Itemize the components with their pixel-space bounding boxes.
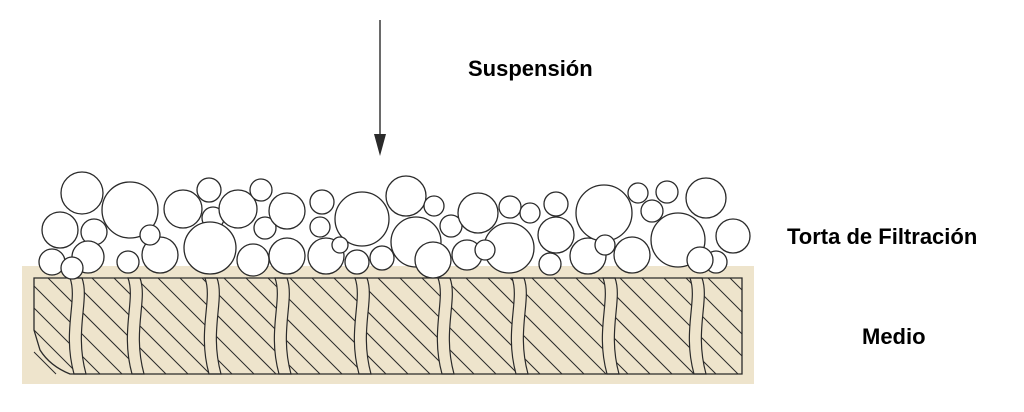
suspension-label: Suspensión (468, 56, 593, 81)
cake-particle (196, 177, 222, 203)
cake-particle (543, 191, 569, 217)
cake-particle (344, 249, 370, 275)
hatch-line (487, 277, 585, 375)
cake-particle (116, 250, 140, 274)
hatch-line (179, 277, 277, 375)
hatch-line (47, 277, 145, 375)
hatch-line (223, 277, 321, 375)
cake-particle (331, 236, 349, 254)
cake-particle (163, 189, 203, 229)
medium-pores (68, 277, 707, 375)
cake-particle (183, 221, 237, 275)
cake-particle (519, 202, 541, 224)
cake-particle (627, 182, 649, 204)
cake-particle (538, 252, 562, 276)
hatch-line (553, 277, 651, 375)
hatch-line (69, 277, 167, 375)
hatch-line (729, 277, 743, 291)
hatch-line (33, 307, 101, 375)
cake-particle (60, 256, 84, 280)
cake-particle (369, 245, 395, 271)
cake-particle (685, 177, 727, 219)
cake-particle (268, 192, 306, 230)
cake-particle (640, 199, 664, 223)
hatch-line (707, 277, 743, 313)
cake-particle (423, 195, 445, 217)
cake-particle (457, 192, 499, 234)
cake-particle (474, 239, 496, 261)
filter-cake-label: Torta de Filtración (787, 224, 978, 249)
hatch-line (421, 277, 519, 375)
cake-particle (613, 236, 651, 274)
cake-particle (414, 241, 452, 279)
suspension-arrow (374, 20, 386, 156)
medium-label: Medio (862, 324, 926, 349)
cake-particle (253, 216, 277, 240)
hatch-line (333, 277, 431, 375)
cake-particle (236, 243, 270, 277)
cake-particle (498, 195, 522, 219)
hatch-line (575, 277, 673, 375)
hatch-line (377, 277, 475, 375)
hatch-line (289, 277, 387, 375)
cake-particle (686, 246, 714, 274)
cake-particle (537, 216, 575, 254)
cake-particle (101, 181, 159, 239)
filter-cake (38, 171, 751, 280)
hatch-line (33, 351, 57, 375)
cake-particle (575, 184, 633, 242)
cake-particle (309, 216, 331, 238)
cake-particle (715, 218, 751, 254)
cake-particle (249, 178, 273, 202)
cake-particle (218, 189, 258, 229)
cake-particle (41, 211, 79, 249)
hatch-line (33, 329, 79, 375)
medium-outline (33, 277, 743, 375)
cake-particle (60, 171, 104, 215)
hatch-line (355, 277, 453, 375)
filter-medium (22, 266, 754, 384)
cake-particle (139, 224, 161, 246)
cake-particle (594, 234, 616, 256)
cake-particle (655, 180, 679, 204)
cake-particle (309, 189, 335, 215)
cake-particle (385, 175, 427, 217)
cake-particle (268, 237, 306, 275)
hatch-line (245, 277, 343, 375)
cake-particle (334, 191, 390, 247)
